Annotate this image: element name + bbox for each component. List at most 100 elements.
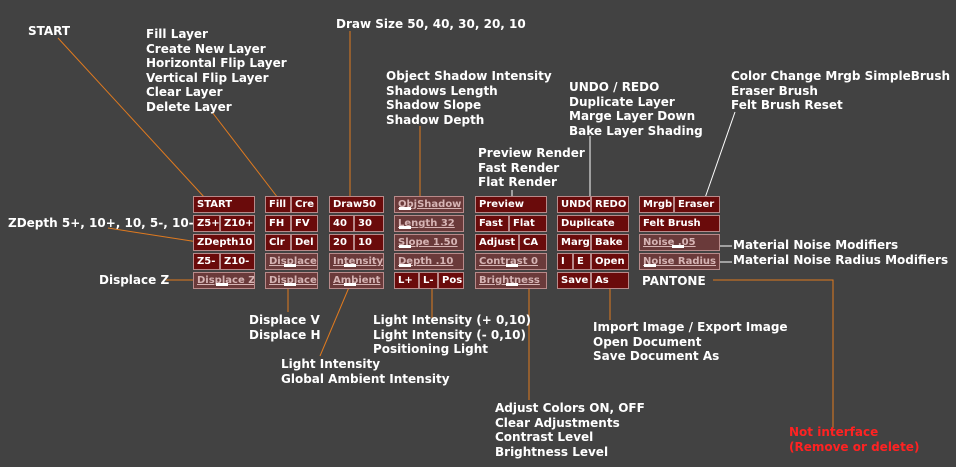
- displace-z-label: Displace Z: [197, 275, 255, 286]
- draw-size-50-button[interactable]: Draw50: [329, 196, 384, 213]
- material-noise-slider-knob[interactable]: [672, 245, 684, 248]
- light-intensity-slider[interactable]: Intensity: [329, 253, 384, 270]
- open-document-button[interactable]: Open: [591, 253, 629, 270]
- brightness-slider-knob[interactable]: [506, 283, 518, 286]
- note-displace-z: Displace Z: [99, 273, 170, 287]
- save-button[interactable]: Save: [557, 272, 591, 289]
- leader-pantone: [713, 279, 834, 428]
- object-shadow-slider[interactable]: ObjShadow: [394, 196, 464, 213]
- note-draw-size: Draw Size 50, 40, 30, 20, 10: [336, 17, 526, 31]
- shadow-slope-label: Slope 1.50: [398, 237, 458, 248]
- eraser-brush-button[interactable]: Eraser: [674, 196, 720, 213]
- ambient-slider-knob[interactable]: [344, 283, 356, 286]
- note-start: START: [28, 24, 71, 38]
- zdepth-5-plus-button[interactable]: Z5+: [193, 215, 220, 232]
- displace-v-label: Displace: [269, 256, 317, 267]
- mrgb-color-button[interactable]: Mrgb: [639, 196, 674, 213]
- note-zdepth: ZDepth 5+, 10+, 10, 5-, 10-: [8, 216, 194, 230]
- shadow-depth-slider[interactable]: Depth .10: [394, 253, 464, 270]
- draw-size-30-button[interactable]: 30: [354, 215, 384, 232]
- ambient-slider[interactable]: Ambient: [329, 272, 384, 289]
- note-light-intensity: Light Intensity (+ 0,10)Light Intensity …: [373, 313, 532, 356]
- material-noise-slider[interactable]: Noise .05: [639, 234, 720, 251]
- light-minus-button[interactable]: L-: [419, 272, 438, 289]
- start-button[interactable]: START: [193, 196, 255, 213]
- leader-zdepth: [107, 227, 199, 243]
- pantone-label: PANTONE: [642, 274, 706, 288]
- fill-layer-button[interactable]: Fill: [265, 196, 291, 213]
- shadow-length-label: Length 32: [398, 218, 455, 229]
- import-image-button[interactable]: I: [557, 253, 573, 270]
- contrast-label: Contrast 0: [479, 256, 538, 267]
- light-intensity-slider-knob[interactable]: [344, 264, 356, 267]
- leader-layers: [211, 111, 279, 199]
- displace-h-slider-knob[interactable]: [284, 283, 296, 286]
- bake-layer-button[interactable]: Bake: [591, 234, 629, 251]
- draw-size-20-button[interactable]: 20: [329, 234, 354, 251]
- material-noise-radius-slider-knob[interactable]: [644, 264, 656, 267]
- position-light-button[interactable]: Pos: [438, 272, 464, 289]
- delete-layer-button[interactable]: Del: [291, 234, 318, 251]
- brightness-label: Brightness: [479, 275, 540, 286]
- object-shadow-slider-knob[interactable]: [399, 207, 411, 210]
- shadow-length-slider-knob[interactable]: [399, 226, 411, 229]
- clear-adjustments-button[interactable]: CA: [519, 234, 547, 251]
- displace-z-slider[interactable]: Displace Z: [193, 272, 255, 289]
- object-shadow-label: ObjShadow: [398, 199, 462, 210]
- redo-button[interactable]: REDO: [591, 196, 629, 213]
- clear-layer-button[interactable]: Clr: [265, 234, 291, 251]
- shadow-slope-slider-knob[interactable]: [399, 245, 411, 248]
- shadow-depth-slider-knob[interactable]: [399, 264, 411, 267]
- save-as-button[interactable]: As: [591, 272, 629, 289]
- horizontal-flip-button[interactable]: FH: [265, 215, 291, 232]
- duplicate-layer-button[interactable]: Duplicate: [557, 215, 629, 232]
- draw-size-10-button[interactable]: 10: [354, 234, 384, 251]
- shadow-depth-label: Depth .10: [398, 256, 454, 267]
- light-intensity-label: Intensity: [333, 256, 384, 267]
- displace-z-slider-knob[interactable]: [216, 283, 228, 286]
- material-noise-radius-slider[interactable]: Noise Radius: [639, 253, 720, 270]
- note-not-interface: Not interface(Remove or delete): [789, 425, 920, 454]
- contrast-slider[interactable]: Contrast 0: [475, 253, 547, 270]
- contrast-slider-knob[interactable]: [506, 264, 518, 267]
- displace-v-slider[interactable]: Displace: [265, 253, 318, 270]
- draw-size-40-button[interactable]: 40: [329, 215, 354, 232]
- leader-start: [57, 37, 206, 199]
- displace-h-slider[interactable]: Displace: [265, 272, 318, 289]
- merge-layer-down-button[interactable]: Marg: [557, 234, 591, 251]
- zdepth-10-minus-button[interactable]: Z10-: [220, 253, 255, 270]
- shadow-length-slider[interactable]: Length 32: [394, 215, 464, 232]
- felt-brush-button[interactable]: Felt Brush: [639, 215, 720, 232]
- flat-render-button[interactable]: Flat: [509, 215, 547, 232]
- zdepth-10-button[interactable]: ZDepth10: [193, 234, 255, 251]
- displace-h-label: Displace: [269, 275, 317, 286]
- undo-button[interactable]: UNDO: [557, 196, 591, 213]
- material-noise-radius-label: Noise Radius: [643, 256, 716, 267]
- brightness-slider[interactable]: Brightness: [475, 272, 547, 289]
- fast-render-button[interactable]: Fast: [475, 215, 509, 232]
- export-image-button[interactable]: E: [573, 253, 591, 270]
- displace-v-slider-knob[interactable]: [284, 264, 296, 267]
- adjust-colors-button[interactable]: Adjust: [475, 234, 519, 251]
- light-plus-button[interactable]: L+: [394, 272, 419, 289]
- leader-color: [704, 111, 736, 199]
- zdepth-10-plus-button[interactable]: Z10+: [220, 215, 255, 232]
- shadow-slope-slider[interactable]: Slope 1.50: [394, 234, 464, 251]
- preview-render-button[interactable]: Preview: [475, 196, 547, 213]
- ambient-label: Ambient: [333, 275, 381, 286]
- material-noise-label: Noise .05: [643, 237, 696, 248]
- vertical-flip-button[interactable]: FV: [291, 215, 318, 232]
- create-layer-button[interactable]: Cre: [291, 196, 318, 213]
- zdepth-5-minus-button[interactable]: Z5-: [193, 253, 220, 270]
